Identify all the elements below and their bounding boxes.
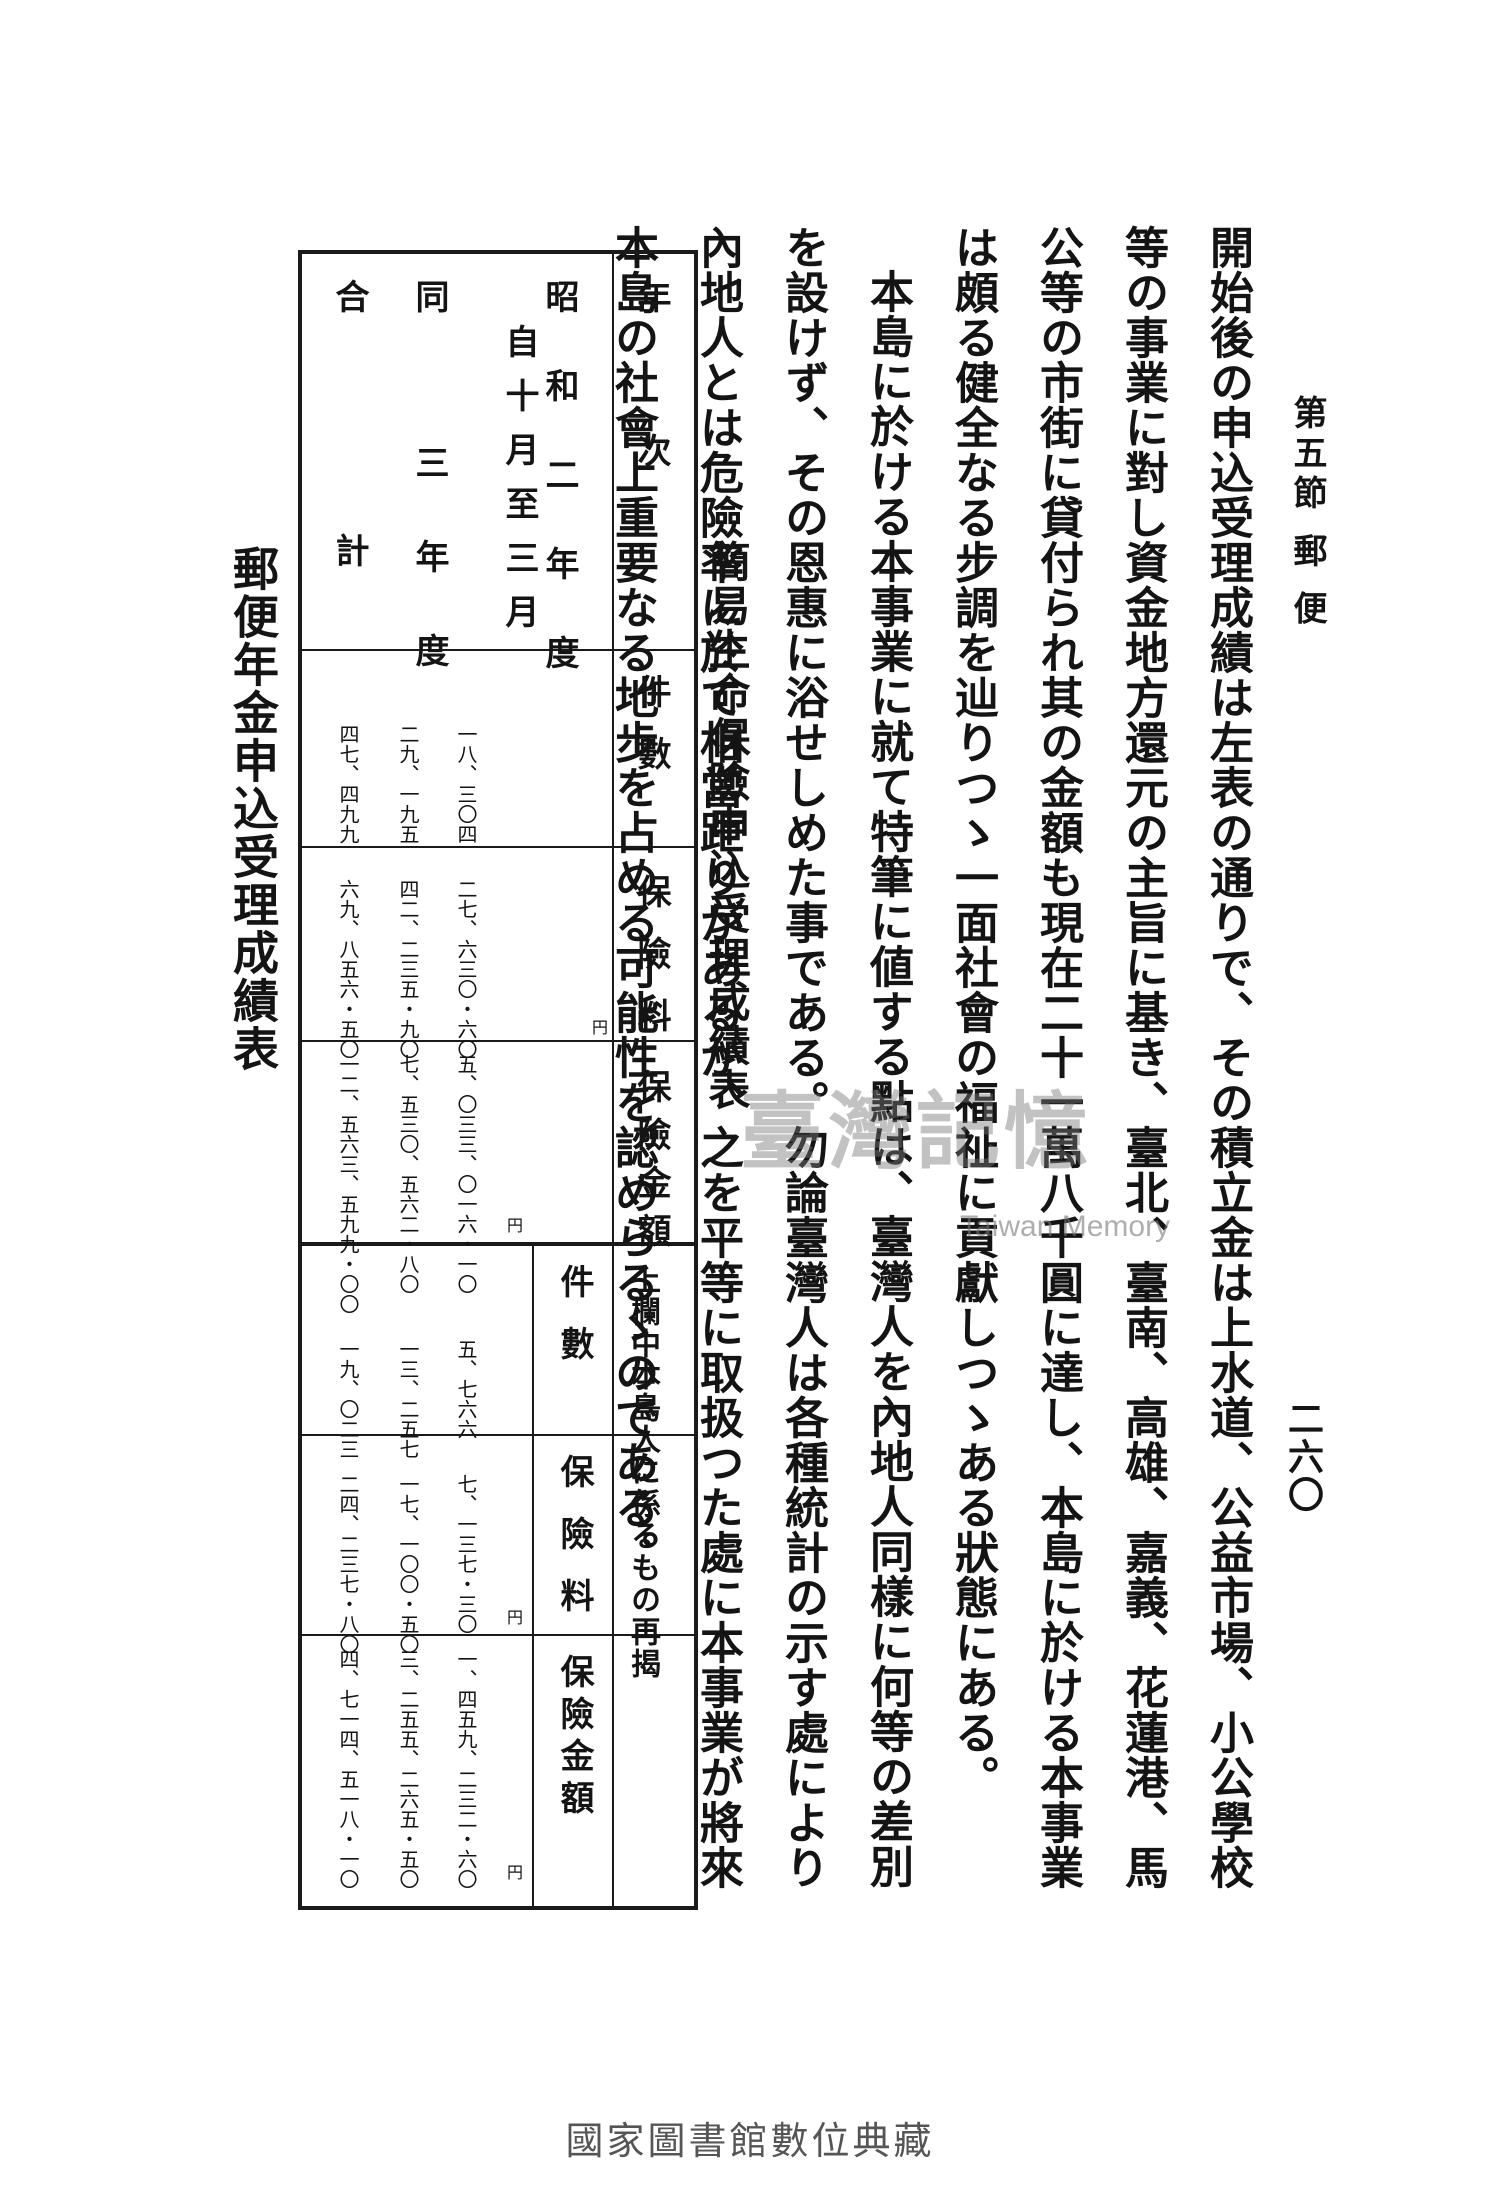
- unit-label: 円: [507, 1863, 524, 1882]
- table-cell: 一八、三〇四: [454, 724, 478, 844]
- insurance-table: 年次 件數 保險料 保險金額 上欄中本島人に係るもの再揭 件數 保險料 保險金額…: [298, 250, 698, 1910]
- paragraph-1: 開始後の申込受理成績は左表の通りで、その積立金は上水道、公益市場、小公學校等の事…: [947, 225, 1253, 1890]
- table-cell: 一九、〇二三: [336, 1339, 360, 1459]
- table-cell: 二四、二三七・八〇: [336, 1474, 360, 1654]
- unit-label: 円: [592, 1018, 609, 1037]
- watermark-subtitle: Taiwan Memory: [960, 1210, 1171, 1243]
- table-cell: 一二、五六三、五九九・〇〇: [336, 1054, 360, 1314]
- sub-header-premium: 保險料: [554, 1454, 594, 1640]
- table-cell: 六九、八五六・五〇: [336, 879, 360, 1059]
- header-divider: [612, 254, 614, 1906]
- rule-3: [302, 1242, 694, 1246]
- table-cell: 四二、二三五・九〇: [396, 879, 420, 1059]
- unit-label: 円: [507, 1216, 524, 1235]
- table-cell: 一、四五九、二三二・六〇: [454, 1649, 478, 1889]
- table-cell: 七、五三〇、五六二・八〇: [396, 1054, 420, 1294]
- body-text: 開始後の申込受理成績は左表の通りで、その積立金は上水道、公益市場、小公學校等の事…: [607, 225, 1270, 1925]
- row-label: 昭和二年度: [539, 279, 579, 724]
- re-listing-header: 上欄中本島人に係るもの再揭: [625, 1264, 660, 1680]
- paragraph-2: 本島に於ける本事業に就て特筆に値する點は、臺灣人を內地人同樣に何等の差別を設けず…: [607, 225, 913, 1890]
- lower-table-title: 郵便年金申込受理成績表: [226, 545, 280, 1073]
- rule-5: [302, 1634, 694, 1636]
- running-header-section: 第五節 郵 便: [1287, 395, 1327, 631]
- table-cell: 二七、六三〇・六〇: [454, 879, 478, 1059]
- row-sublabel: 自十月至三月: [499, 324, 539, 648]
- table-cell: 一七、一〇〇・五〇: [396, 1474, 420, 1654]
- year-header: 年次: [631, 279, 671, 587]
- col-header-premium: 保險料: [631, 874, 671, 1060]
- sub-header-divider: [532, 1242, 534, 1906]
- table-cell: 二九、一九五: [396, 724, 420, 844]
- unit-label: 円: [507, 1608, 524, 1627]
- col-header-amount: 保險金額: [631, 1069, 671, 1261]
- rule-4: [302, 1434, 694, 1436]
- table-cell: 五、七六六: [454, 1339, 478, 1439]
- watermark: 臺灣記憶: [740, 1082, 1093, 1181]
- table-cell: 七、一三七・三〇: [454, 1474, 478, 1634]
- sub-header-count: 件數: [554, 1264, 594, 1388]
- table-cell: 三、二五五、二六五・五〇: [396, 1649, 420, 1889]
- table-cell: 一三、二五七: [396, 1339, 420, 1459]
- row-label-total: 合計: [329, 279, 369, 787]
- table-cell: 四七、四九九: [336, 724, 360, 844]
- rule-2: [302, 1040, 694, 1042]
- table-title: 簡易生命保險申込受理成績表: [702, 540, 751, 1112]
- row-label: 同 三年度: [409, 279, 449, 727]
- rule-1: [302, 846, 694, 848]
- page-number: 二六〇: [1282, 1400, 1324, 1514]
- footer-credit: 國家圖書館數位典藏: [565, 2119, 935, 2163]
- col-header-count: 件數: [631, 674, 671, 798]
- sub-header-amount: 保險金額: [554, 1654, 594, 1822]
- table-cell: 四、七一四、五一八・一〇: [336, 1649, 360, 1889]
- table-cell: 五、〇三三、〇一六・一〇: [454, 1054, 478, 1294]
- rule-after-year: [302, 649, 694, 651]
